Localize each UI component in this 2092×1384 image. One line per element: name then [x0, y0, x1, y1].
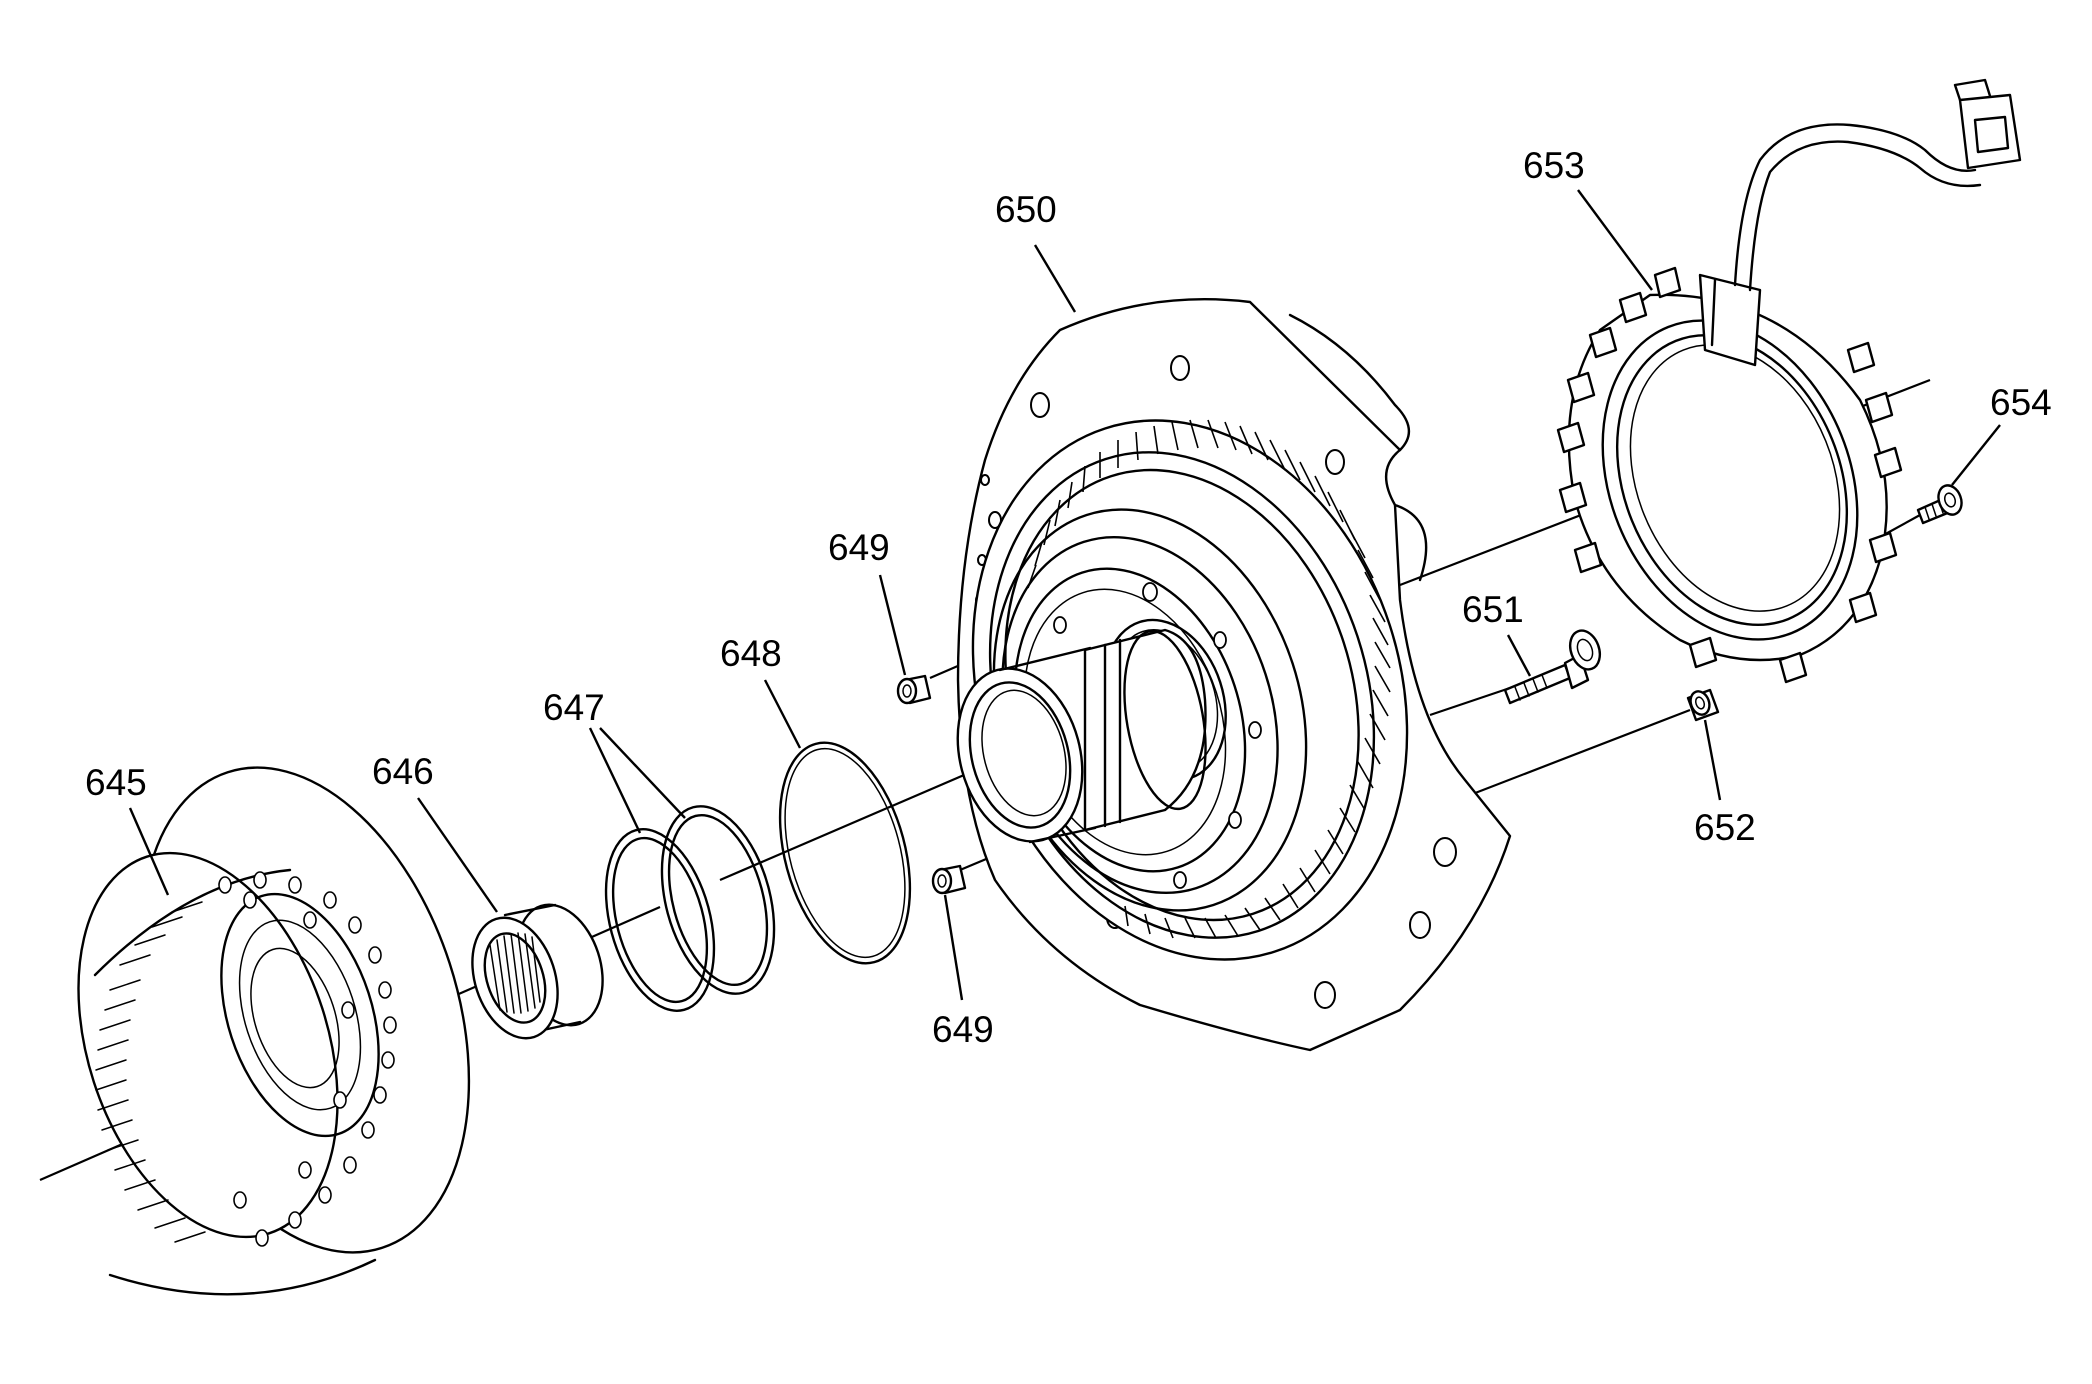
leader-654 [1951, 424, 2001, 486]
callout-650: 650 [995, 189, 1057, 230]
callout-646: 646 [372, 751, 434, 792]
callout-652: 652 [1694, 807, 1756, 848]
callout-649-lower: 649 [932, 1009, 994, 1050]
leader-653 [1577, 189, 1653, 291]
leader-648 [763, 679, 802, 749]
callout-653: 653 [1523, 145, 1585, 186]
bolt-axis-651 [1429, 686, 1511, 717]
leader-652 [1703, 719, 1722, 801]
part-652-bolt [1686, 688, 1720, 722]
part-646-needle-bearing [471, 903, 604, 1040]
leader-646 [417, 797, 498, 913]
callout-648: 648 [720, 633, 782, 674]
part-649-dowel-lower [931, 864, 967, 895]
part-648-o-ring [778, 741, 912, 965]
callout-labels: 645 646 647 648 649 649 650 651 652 653 … [85, 145, 2052, 1050]
callout-649-upper: 649 [828, 527, 890, 568]
leader-651 [1506, 634, 1532, 677]
leader-645 [128, 807, 170, 896]
callout-645: 645 [85, 762, 147, 803]
leader-649-a [878, 574, 907, 676]
bolt-axis-652 [1469, 708, 1691, 797]
leader-lines [128, 189, 2001, 1001]
callout-654: 654 [1990, 382, 2052, 423]
part-653-sensor-ring [1556, 78, 2022, 684]
callout-651: 651 [1462, 589, 1524, 630]
part-647-seal-rings [604, 805, 776, 1012]
leader-647-b [599, 727, 686, 819]
part-654-screw [1916, 484, 1963, 525]
leader-649-b [943, 894, 964, 1001]
callout-647: 647 [543, 687, 605, 728]
leader-650 [1033, 244, 1077, 313]
part-645-clutch-housing [77, 766, 471, 1296]
leader-647-a [588, 727, 642, 834]
part-649-dowel-upper [896, 674, 932, 705]
part-650-flange-assembly [956, 298, 1512, 1052]
part-651-bolt [1503, 629, 1602, 705]
